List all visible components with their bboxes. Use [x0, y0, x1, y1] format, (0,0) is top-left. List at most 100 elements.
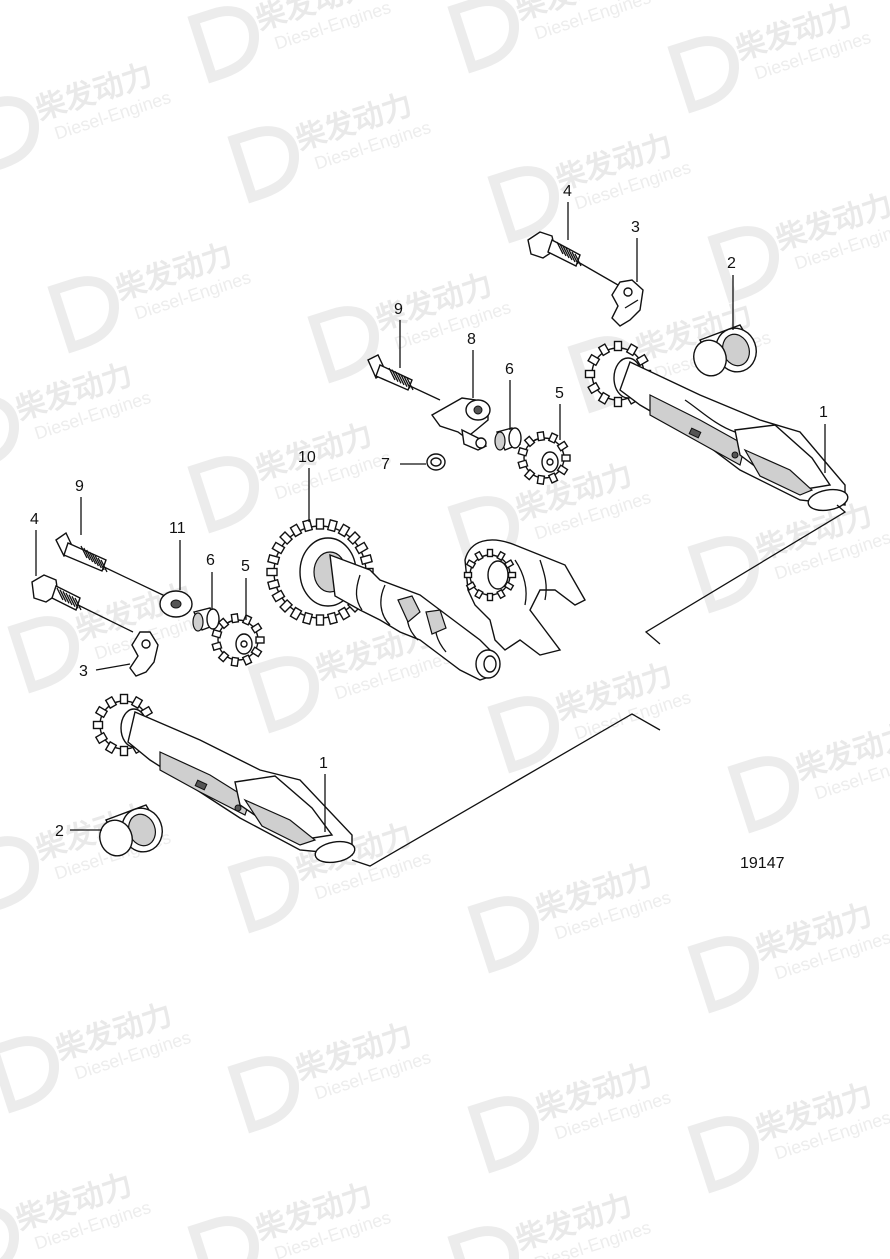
leader-lines: [35, 202, 826, 832]
sprocket-tooth: [119, 745, 129, 757]
thread-line: [56, 587, 64, 601]
thread-line: [406, 377, 414, 391]
sprocket-tooth: [302, 519, 314, 533]
thread-line: [556, 241, 564, 255]
sprocket-tooth: [556, 464, 569, 476]
sprocket-tooth: [94, 731, 109, 745]
spacer-bushing-upper: [494, 427, 522, 451]
sprocket-tooth: [255, 636, 265, 644]
thread-line: [88, 551, 97, 565]
sprocket-tooth: [104, 695, 118, 710]
sprocket-tooth: [302, 611, 314, 625]
sprocket-tooth: [230, 656, 240, 667]
sprocket-tooth: [289, 606, 303, 621]
washer-11: [159, 590, 193, 618]
callout-9-lower: 9: [75, 478, 84, 495]
sprocket-tooth: [517, 459, 529, 470]
sprocket-tooth: [584, 369, 596, 379]
sprocket-tooth: [474, 588, 484, 600]
callout-2-upper: 2: [727, 255, 736, 272]
sprocket-tooth: [597, 391, 611, 405]
sprocket-tooth: [517, 446, 529, 457]
sprocket-tooth: [346, 531, 361, 546]
callout-6-lower: 6: [206, 552, 215, 569]
sprocket-tooth: [561, 454, 571, 462]
sprocket-tooth: [94, 705, 109, 719]
sprocket-tooth: [266, 567, 278, 577]
sprocket-tooth: [230, 613, 240, 624]
sprocket-tooth: [271, 589, 286, 603]
sprocket-tooth: [547, 472, 559, 484]
sprocket-tooth: [463, 571, 473, 579]
sprocket-tooth: [241, 614, 253, 626]
sprocket-tooth: [465, 581, 477, 591]
thread-line: [100, 559, 108, 573]
sprocket-tooth: [523, 435, 536, 448]
sprocket-tooth: [536, 431, 546, 442]
callout-1-upper: 1: [819, 404, 828, 421]
sprocket-tooth: [267, 554, 281, 566]
sprocket-tooth: [250, 622, 263, 634]
sprocket-tooth: [597, 343, 611, 357]
sprocket-tooth: [92, 720, 104, 730]
sprocket-tooth: [315, 614, 325, 626]
sprocket-tooth: [119, 693, 129, 705]
callout-2-lower: 2: [55, 823, 64, 840]
thread-line: [565, 247, 573, 261]
sprocket-tooth: [556, 440, 569, 452]
sprocket-tooth: [613, 340, 623, 352]
sprocket-tooth: [211, 641, 223, 652]
balance-shaft-upper: [584, 340, 849, 512]
figure-number: 19147: [740, 855, 785, 872]
sprocket-tooth: [536, 474, 546, 485]
thread-line: [74, 597, 82, 611]
callout-4-upper: 4: [563, 183, 572, 200]
thread-line: [71, 596, 79, 609]
thread-line: [65, 592, 73, 606]
screw-9-lower: [55, 531, 166, 597]
sprocket-tooth: [474, 550, 484, 562]
screw-9-upper: [367, 354, 441, 401]
sprocket-tooth: [359, 554, 373, 566]
thread-line: [97, 557, 105, 571]
crankshaft-fragment: [463, 539, 586, 656]
sprocket-tooth: [587, 353, 601, 367]
callout-3-upper: 3: [631, 219, 640, 236]
thread-line: [400, 374, 408, 387]
sprocket-tooth: [486, 548, 494, 558]
sprocket-tooth: [613, 396, 623, 408]
thread-line: [574, 253, 582, 267]
sprocket-tooth: [267, 578, 281, 590]
callout-1-lower: 1: [319, 755, 328, 772]
sprocket-tooth: [496, 550, 506, 562]
retaining-bracket-upper: [611, 279, 644, 327]
thread-line: [83, 547, 91, 561]
idler-sprocket-upper: [517, 431, 571, 485]
sprocket-tooth: [241, 654, 253, 666]
reference-lines: [351, 504, 847, 867]
thread-line: [94, 555, 102, 569]
thread-line: [397, 372, 405, 386]
callout-labels: 1 2 3 4 5 6 7 8 9 10 11 1 2 3 4 5 6 9: [30, 183, 828, 840]
sprocket-tooth: [326, 519, 338, 533]
thread-line: [62, 591, 70, 604]
balance-shaft-lower: [92, 693, 356, 864]
sprocket-tooth: [635, 353, 649, 367]
thread-line: [91, 553, 100, 567]
